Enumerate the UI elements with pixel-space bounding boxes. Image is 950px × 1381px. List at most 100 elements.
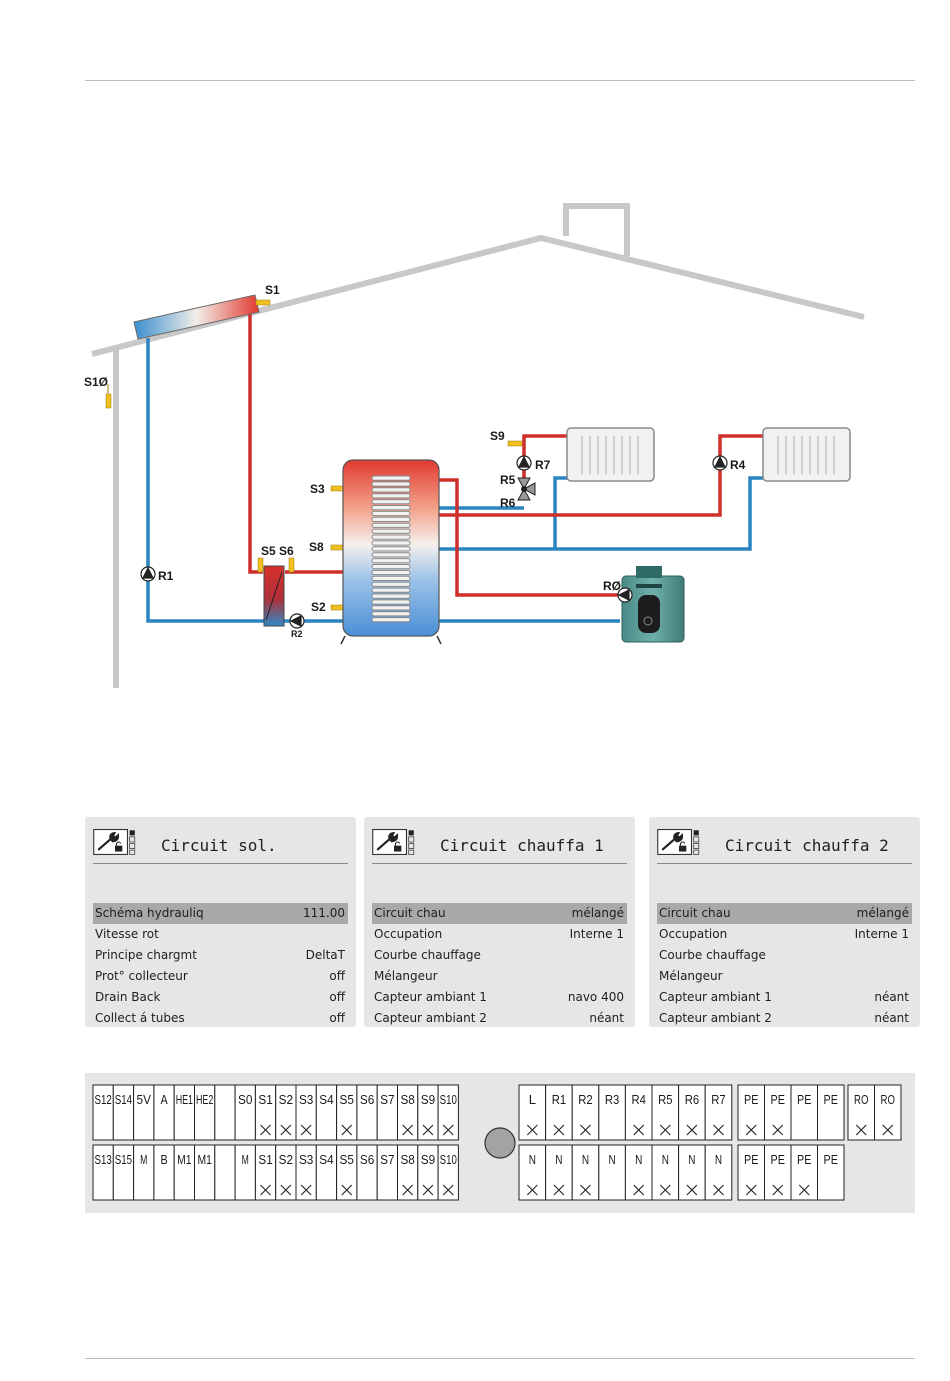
terminal-label: PE bbox=[797, 1152, 812, 1167]
terminal-cell bbox=[817, 1084, 845, 1141]
terminal-cell bbox=[737, 1084, 765, 1141]
cross-mark bbox=[713, 1184, 724, 1196]
label-r7: R7 bbox=[535, 458, 551, 472]
cross-mark bbox=[633, 1184, 645, 1196]
cross-mark bbox=[422, 1124, 434, 1136]
terminal-label: S9 bbox=[421, 1152, 435, 1167]
terminal-cell bbox=[874, 1084, 902, 1141]
terminal-label: PE bbox=[771, 1152, 786, 1167]
boiler bbox=[621, 566, 685, 643]
menu-row[interactable]: Mélangeur bbox=[372, 966, 627, 987]
terminal-label: S2 bbox=[279, 1092, 293, 1107]
menu-row-label: Collect á tubes bbox=[95, 1011, 185, 1025]
cross-mark bbox=[798, 1184, 810, 1196]
label-r2: R2 bbox=[291, 629, 303, 639]
terminal-label: R5 bbox=[658, 1092, 672, 1107]
menu-row-value: mélangé bbox=[856, 906, 909, 920]
menu-row-value: néant bbox=[874, 1011, 909, 1025]
menu-row[interactable]: Courbe chauffage bbox=[657, 945, 912, 966]
terminal-cell bbox=[704, 1084, 733, 1141]
terminal-label: PE bbox=[824, 1152, 839, 1167]
terminal-label: R2 bbox=[578, 1092, 592, 1107]
terminal-cell bbox=[704, 1144, 733, 1201]
sensor-markers bbox=[105, 299, 523, 611]
menu-row[interactable]: Mélangeur bbox=[657, 966, 912, 987]
terminal-label: R6 bbox=[685, 1092, 699, 1107]
radiator-2 bbox=[762, 427, 851, 482]
label-r4: R4 bbox=[730, 458, 746, 472]
label-s1: S1 bbox=[265, 283, 280, 297]
terminal-label: N bbox=[555, 1152, 562, 1167]
bottom-rule bbox=[85, 1358, 915, 1359]
menu-row[interactable]: Vitesse rot bbox=[93, 924, 348, 945]
menu-row-value: mélangé bbox=[571, 906, 624, 920]
terminal-label: M1 bbox=[177, 1152, 191, 1167]
panel-header: Circuit sol. bbox=[93, 825, 348, 864]
menu-row-label: Occupation bbox=[374, 927, 443, 941]
terminal-cell bbox=[518, 1084, 547, 1141]
terminal-label: PE bbox=[824, 1092, 839, 1107]
terminal-label: B bbox=[160, 1152, 167, 1167]
cross-mark bbox=[526, 1124, 538, 1136]
cross-mark bbox=[402, 1184, 414, 1196]
menu-row-value: DeltaT bbox=[305, 948, 345, 962]
menu-row-value: off bbox=[329, 969, 345, 983]
cross-mark bbox=[745, 1184, 757, 1196]
terminal-label: S3 bbox=[299, 1092, 313, 1107]
terminal-label: S8 bbox=[400, 1152, 414, 1167]
menu-row[interactable]: Courbe chauffage bbox=[372, 945, 627, 966]
terminal-label: S10 bbox=[440, 1092, 457, 1107]
terminal-cell bbox=[437, 1144, 459, 1201]
terminal-label: S8 bbox=[400, 1092, 414, 1107]
cross-mark bbox=[713, 1124, 724, 1136]
terminal-cell bbox=[598, 1084, 626, 1141]
cross-mark bbox=[526, 1184, 538, 1196]
terminal-label: S10 bbox=[440, 1152, 457, 1167]
cross-mark bbox=[659, 1124, 671, 1136]
terminal-label: N bbox=[662, 1152, 669, 1167]
service-wrench-icon bbox=[372, 828, 415, 856]
cross-mark bbox=[442, 1184, 454, 1196]
label-s10: S1Ø bbox=[84, 375, 108, 389]
mixing-valve bbox=[517, 477, 536, 501]
menu-row-label: Mélangeur bbox=[659, 969, 723, 983]
cross-mark bbox=[686, 1124, 698, 1136]
pump-icons bbox=[140, 455, 728, 629]
menu-row-label: Capteur ambiant 1 bbox=[374, 990, 487, 1004]
service-wrench-icon bbox=[93, 828, 136, 856]
terminal-label: N bbox=[582, 1152, 589, 1167]
terminal-label: S6 bbox=[360, 1152, 374, 1167]
terminal-cell bbox=[651, 1144, 680, 1201]
terminal-label: S7 bbox=[380, 1152, 394, 1167]
terminal-label: S5 bbox=[340, 1092, 354, 1107]
terminal-label: S13 bbox=[95, 1152, 112, 1167]
cross-mark bbox=[553, 1184, 565, 1196]
label-r0: RØ bbox=[603, 579, 621, 593]
terminal-cell bbox=[214, 1144, 236, 1201]
terminal-label: S4 bbox=[319, 1092, 333, 1107]
label-s2: S2 bbox=[311, 600, 326, 614]
menu-row-label: Capteur ambiant 1 bbox=[659, 990, 772, 1004]
terminal-label: N bbox=[688, 1152, 695, 1167]
terminal-cell bbox=[764, 1144, 792, 1201]
